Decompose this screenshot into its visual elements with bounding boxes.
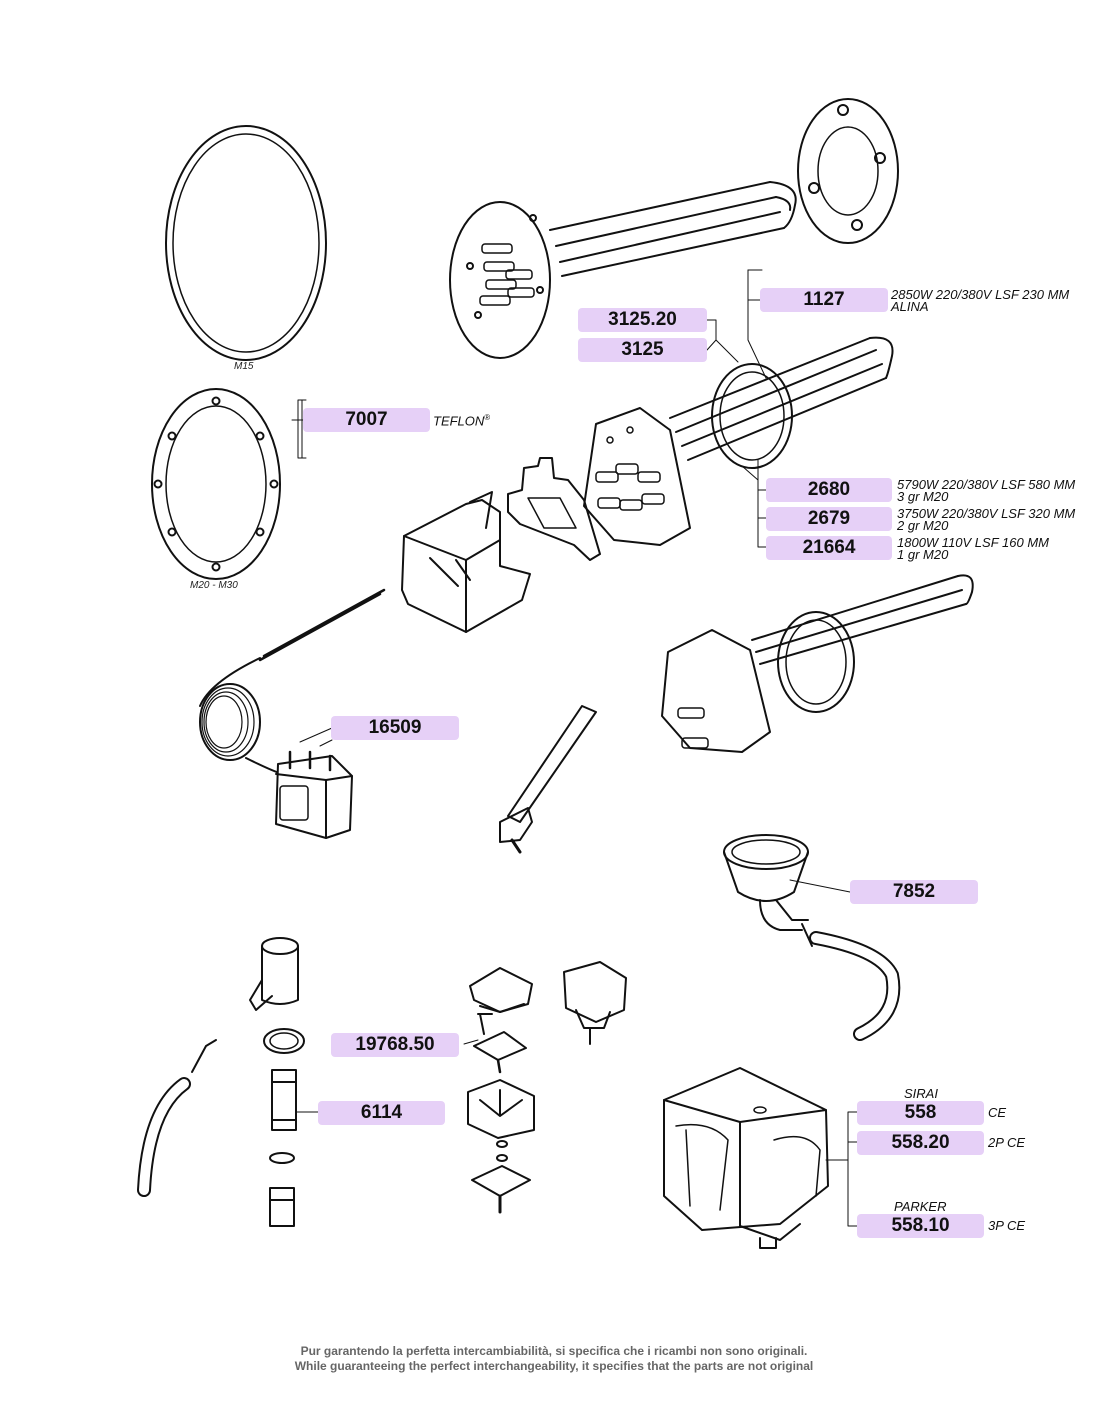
part-tag-558-10: 558.10 <box>857 1214 984 1238</box>
part-tag-558-20: 558.20 <box>857 1131 984 1155</box>
part-tag-558: 558 <box>857 1101 984 1125</box>
note-1127-spec: 2850W 220/380V LSF 230 MM <box>891 287 1070 302</box>
drain-funnel-7852 <box>723 834 901 1041</box>
flange-gasket-m20-m30 <box>151 388 281 580</box>
note-21664-spec: 1800W 110V LSF 160 MM <box>897 535 1049 550</box>
note-2680-groups: 3 gr M20 <box>897 489 949 504</box>
terminal-cover <box>401 491 531 633</box>
part-tag-3125-20: 3125.20 <box>578 308 707 332</box>
part-tag-7852: 7852 <box>850 880 978 904</box>
level-assembly-6114 <box>137 937 305 1227</box>
note-2679-spec: 3750W 220/380V LSF 320 MM <box>897 506 1076 521</box>
note-558: CE <box>988 1105 1007 1120</box>
gasket-plate <box>507 457 601 561</box>
part-tag-6114: 6114 <box>318 1101 445 1125</box>
flange-ring-1127 <box>797 98 899 244</box>
brand-sirai: SIRAI <box>904 1086 938 1101</box>
footer-disclaimer-en: While guaranteeing the perfect interchan… <box>294 1359 814 1373</box>
part-tag-2679: 2679 <box>766 507 892 531</box>
ring-caption-m15: M15 <box>234 361 254 372</box>
note-teflon-text: TEFLON <box>433 413 485 429</box>
note-1127-model: ALINA <box>891 299 929 314</box>
heating-element-2680 <box>583 336 894 546</box>
heating-element-1127 <box>449 181 797 359</box>
registered-mark: ® <box>484 413 491 422</box>
brand-parker: PARKER <box>894 1199 947 1214</box>
part-tag-7007: 7007 <box>303 408 430 432</box>
note-teflon: TEFLON® <box>433 413 490 428</box>
part-tag-3125: 3125 <box>578 338 707 362</box>
note-21664-groups: 1 gr M20 <box>897 547 949 562</box>
probe <box>499 705 597 854</box>
part-tag-19768-50: 19768.50 <box>331 1033 459 1057</box>
pressure-switch-parts-19768-50 <box>467 961 627 1214</box>
part-tag-16509: 16509 <box>331 716 459 740</box>
part-tag-1127: 1127 <box>760 288 888 312</box>
pressure-switch-558 <box>663 1067 829 1249</box>
part-tag-2680: 2680 <box>766 478 892 502</box>
heating-element-21664 <box>661 574 974 753</box>
note-2679-groups: 2 gr M20 <box>897 518 949 533</box>
ring-caption-m20-m30: M20 - M30 <box>190 580 238 591</box>
note-2680-spec: 5790W 220/380V LSF 580 MM <box>897 477 1076 492</box>
footer-disclaimer-it: Pur garantendo la perfetta intercambiabi… <box>300 1344 808 1358</box>
gasket-ring-3125 <box>711 363 793 469</box>
gasket-ring-m15 <box>165 125 327 361</box>
thermostat-16509 <box>199 588 386 839</box>
part-tag-21664: 21664 <box>766 536 892 560</box>
note-558-20: 2P CE <box>988 1135 1026 1150</box>
note-558-10: 3P CE <box>988 1218 1026 1233</box>
leader-lines <box>291 269 859 1227</box>
